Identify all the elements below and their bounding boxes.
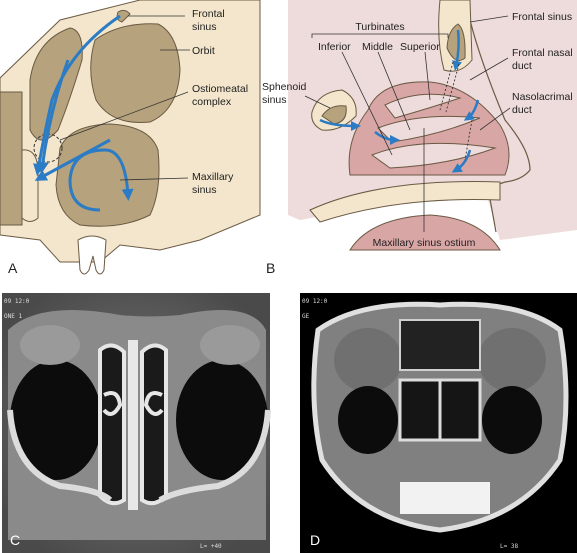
ct-c-overlay-3: L= +40 <box>200 543 222 550</box>
sphenoid-sinus-shape <box>321 105 347 125</box>
frontal-nasal-leader <box>469 57 509 81</box>
panel-b-sagittal-diagram: Turbinates Inferior Middle Superior Fron… <box>262 0 577 276</box>
label-frontal-nasal-1: Frontal nasal <box>512 47 573 59</box>
maxillary-leader <box>119 177 189 181</box>
ct-c-right-orbit <box>200 325 260 365</box>
label-maxillary-1: Maxillary <box>192 171 234 183</box>
inferior-turbinate <box>370 142 497 169</box>
turbinates-bracket <box>311 33 449 38</box>
ct-d-ethmoid <box>399 319 481 371</box>
sphenoid-drainage-arrow <box>319 118 361 131</box>
ct-c-turbinate-l <box>102 391 123 416</box>
ct-d-right-orbit <box>478 328 546 392</box>
ct-c-overlay-2: ONE 1 <box>4 313 22 320</box>
label-maxillary-2: sinus <box>192 184 217 196</box>
ct-c-left-orbit <box>20 325 80 365</box>
middle-turbinate <box>377 115 481 143</box>
label-omc-1: Ostiomeatal <box>192 83 248 95</box>
superior-turbinate <box>384 93 462 119</box>
ct-d-left-maxillary <box>338 386 398 454</box>
ct-c-overlay-1: 09 12:0 <box>4 298 30 305</box>
ct-c-right-maxillary <box>176 360 268 480</box>
label-inferior: Inferior <box>318 41 351 53</box>
label-frontal-sinus-b: Frontal sinus <box>512 11 572 23</box>
ct-c-left-nasal <box>98 343 126 506</box>
ct-c-turbinate-r <box>143 391 164 416</box>
label-frontal-2: sinus <box>192 21 217 33</box>
hard-palate <box>309 181 501 223</box>
ct-d-overlay-2: GE <box>302 313 310 320</box>
ct-d-overlay-3: L= 38 <box>500 543 518 550</box>
label-sphenoid-2: sinus <box>262 94 287 106</box>
panel-letter-a: A <box>8 260 18 276</box>
label-turbinates: Turbinates <box>355 21 404 33</box>
label-nasolacrimal-2: duct <box>512 104 532 116</box>
ct-d-right-maxillary <box>482 386 542 454</box>
panel-letter-c: C <box>10 532 20 548</box>
ct-d-teeth <box>400 482 490 514</box>
ct-c-right-nasal <box>140 343 168 506</box>
nasolacrimal-arrow <box>451 149 472 173</box>
omc-leader <box>59 91 189 141</box>
label-nasolacrimal-1: Nasolacrimal <box>512 91 573 103</box>
inferior-turbinate-shape <box>21 149 39 222</box>
label-omc-2: complex <box>192 96 232 108</box>
ct-d-left-orbit <box>334 328 402 392</box>
middle-leader <box>377 51 411 131</box>
panel-letter-d: D <box>310 532 320 548</box>
sphenoid-leader <box>304 95 331 109</box>
frontal-sinus-b-shape <box>446 23 466 61</box>
ct-c-left-maxillary <box>10 360 102 480</box>
orbit-shape <box>90 23 181 124</box>
panel-c-ct-scan: 09 12:0 ONE 1 L= +40 C <box>2 293 271 553</box>
label-ostium: Maxillary sinus ostium <box>373 237 476 249</box>
nasolacrimal-dash <box>464 119 473 161</box>
tongue <box>349 214 501 251</box>
label-middle: Middle <box>362 41 393 53</box>
superior-leader <box>424 51 431 101</box>
label-orbit: Orbit <box>192 45 215 57</box>
frontal-drainage-b-arrow <box>452 29 462 71</box>
ct-c-septum <box>128 340 138 510</box>
label-sphenoid-1: Sphenoid <box>262 81 307 93</box>
frontonasal-arrow <box>463 99 480 121</box>
nasal-cavity-shape <box>0 91 23 226</box>
inferior-leader <box>341 51 393 156</box>
maxillary-drainage-arrow <box>34 138 111 181</box>
frontal-drainage-arrow <box>33 14 121 176</box>
panel-letter-b: B <box>266 260 275 276</box>
ct-c-left-wall <box>7 409 113 503</box>
frontal-sinus-leader <box>469 15 509 23</box>
frontal-duct-dash-1 <box>439 61 454 111</box>
panel-d-ct-scan: 09 12:0 GE L= 38 D <box>300 293 577 553</box>
label-frontal-nasal-2: duct <box>512 60 532 72</box>
label-superior: Superior <box>400 41 440 53</box>
ethmoid-drainage-arrow <box>36 59 70 174</box>
frontal-duct-dash-2 <box>445 63 460 113</box>
posterior-arrow <box>374 131 400 145</box>
nasolacrimal-leader <box>479 107 511 131</box>
ct-d-overlay-1: 09 12:0 <box>302 298 328 305</box>
ct-c-right-wall <box>158 409 271 503</box>
tooth-shape <box>77 235 107 275</box>
panel-a-coronal-diagram: Frontal sinus Orbit Ostiomeatal complex … <box>0 0 261 276</box>
nose-outline <box>469 19 531 233</box>
label-frontal-1: Frontal <box>192 8 225 20</box>
